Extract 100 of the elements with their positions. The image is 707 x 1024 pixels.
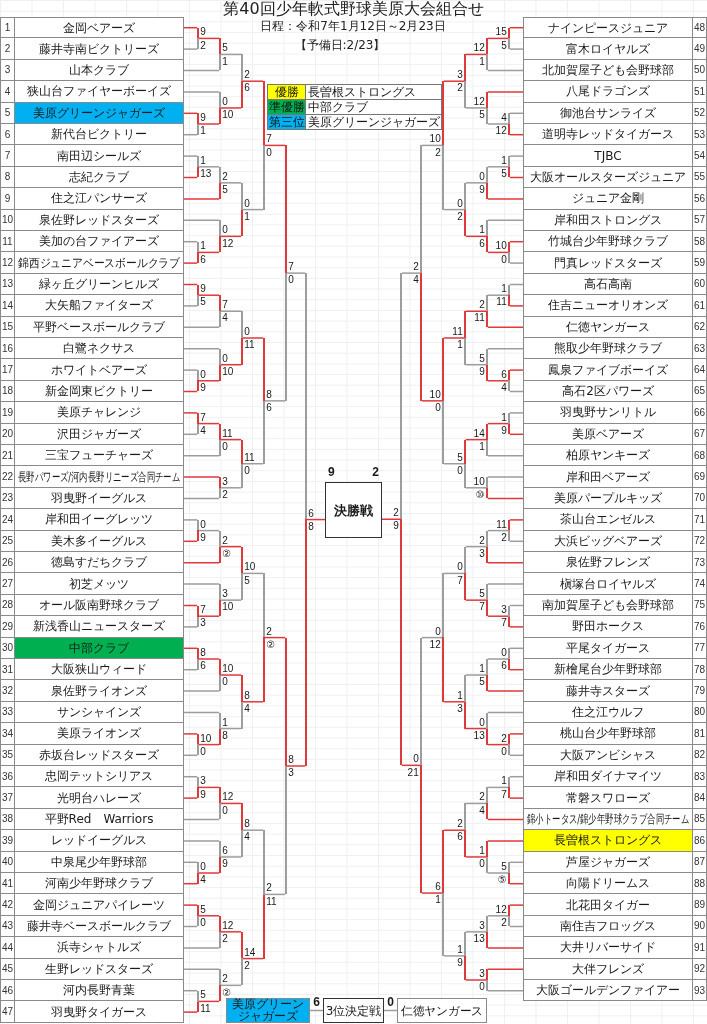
bracket-line — [421, 400, 443, 402]
seed-number: 2 — [0, 38, 14, 60]
team-box — [523, 38, 693, 60]
team-name: 門真レッドスターズ — [554, 255, 662, 270]
bracket-line — [487, 743, 509, 746]
team-box — [523, 530, 693, 552]
bracket-line — [242, 337, 264, 339]
team-name: 岸和田ベアーズ — [566, 469, 650, 484]
seed-number: 14 — [0, 295, 14, 317]
seed-number: 70 — [693, 487, 707, 510]
score: 13 — [473, 933, 485, 945]
team-box — [14, 38, 184, 60]
seed-number: 85 — [693, 808, 707, 831]
bracket-line — [220, 727, 242, 730]
score: 8 — [266, 388, 272, 400]
seed-number: 39 — [0, 830, 14, 852]
score: 6 — [200, 253, 206, 265]
team-box — [523, 915, 693, 938]
bracket-line — [443, 463, 465, 465]
team-box — [523, 273, 693, 296]
seed-number: 84 — [693, 787, 707, 809]
bracket-line — [183, 326, 220, 329]
team-box — [14, 102, 184, 124]
bracket-line — [242, 957, 264, 960]
score: 11 — [266, 895, 277, 907]
team-box — [14, 273, 184, 296]
score: 0 — [457, 197, 463, 209]
bracket-line — [465, 235, 487, 238]
team-box — [14, 915, 184, 938]
score: 12 — [222, 919, 234, 931]
score: 6 — [244, 82, 250, 94]
score: 3 — [222, 588, 228, 600]
seed-number: 67 — [693, 423, 707, 445]
score: 0 — [479, 981, 485, 993]
team-box — [523, 937, 693, 959]
team-name: TJBC — [594, 148, 622, 163]
team-name: 八尾ドラゴンズ — [566, 84, 650, 99]
score: 21 — [407, 766, 419, 778]
team-name: 美木多イーグルス — [51, 533, 147, 548]
team-box — [14, 509, 184, 531]
seed-number: 54 — [693, 145, 707, 167]
score: 1 — [501, 411, 507, 423]
seed-number: 37 — [0, 787, 14, 809]
team-name: 緑ヶ丘グリーンヒルズ — [39, 277, 159, 291]
score: 7 — [479, 601, 485, 613]
seed-number: 23 — [0, 487, 14, 510]
bracket-line — [220, 674, 242, 676]
team-box — [226, 998, 310, 1023]
bracket-line — [487, 123, 509, 125]
bracket-line — [198, 529, 220, 532]
score: 0 — [200, 917, 206, 928]
score: 14 — [473, 427, 485, 439]
score: 2 — [222, 933, 228, 945]
team-name: レッドイーグルス — [51, 833, 147, 848]
seed-number: 21 — [0, 445, 14, 467]
team-box — [14, 594, 184, 617]
team-name: 野田ホークス — [572, 619, 644, 634]
seed-number: 81 — [693, 723, 707, 745]
score: 4 — [200, 874, 206, 886]
score: 1 — [222, 55, 228, 67]
seed-number: 47 — [0, 1001, 14, 1023]
team-name: 南住吉フロッグス — [560, 919, 656, 933]
team-box — [14, 787, 184, 809]
score: 1 — [479, 224, 485, 236]
team-box — [14, 894, 184, 916]
bracket-line — [487, 690, 524, 692]
score: 15 — [495, 26, 507, 38]
score: ② — [222, 986, 232, 998]
team-name: 竹城台少年野球クラブ — [548, 234, 668, 249]
team-box — [14, 937, 184, 959]
team-box — [14, 81, 184, 103]
bracket-line — [183, 48, 198, 50]
team-box — [523, 209, 693, 231]
score: 4 — [479, 804, 485, 816]
bracket-line — [509, 412, 524, 414]
score: 10 — [222, 663, 234, 675]
score: 2 — [393, 507, 399, 519]
bracket-line — [465, 931, 487, 933]
seed-number: 19 — [0, 402, 14, 424]
seed-number: 46 — [0, 980, 14, 1002]
team-name: 北加賀屋子ども会野球部 — [542, 63, 674, 77]
score: 9 — [200, 382, 206, 393]
bracket-line — [487, 786, 509, 789]
team-box — [523, 723, 693, 745]
score: 5 — [501, 39, 507, 51]
score: 2 — [266, 882, 272, 894]
score: 5 — [222, 184, 228, 196]
bracket-line — [220, 364, 242, 366]
bracket-line — [487, 219, 524, 222]
team-name: 忠岡テットシリアス — [45, 769, 153, 784]
bracket-line — [465, 856, 487, 858]
bracket-line — [487, 91, 524, 93]
seed-number: 76 — [693, 616, 707, 638]
bracket-line — [487, 326, 524, 329]
score: 0 — [200, 745, 206, 757]
bracket-line — [487, 947, 524, 949]
team-name: 美原グリーンジャガーズ — [33, 105, 165, 120]
seed-number: 79 — [693, 680, 707, 702]
seed-number: 93 — [693, 980, 707, 1002]
score: 4 — [413, 274, 419, 286]
